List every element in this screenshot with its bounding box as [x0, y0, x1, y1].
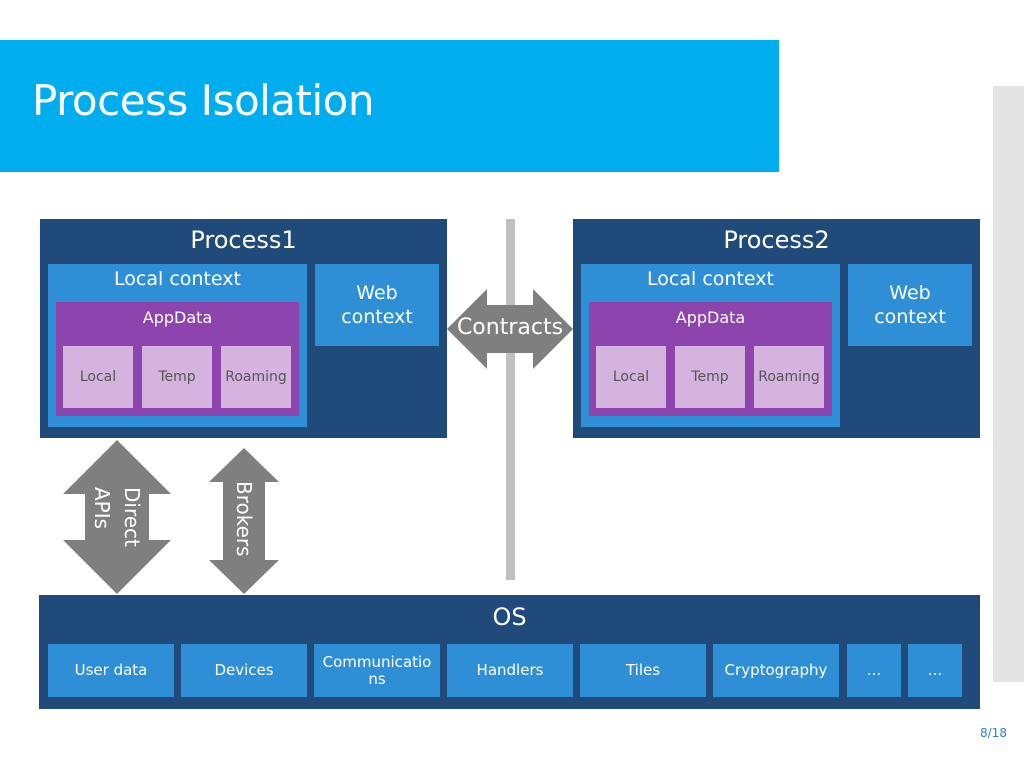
- process2-storage-local: Local: [596, 346, 666, 408]
- process1-storage-temp: Temp: [142, 346, 212, 408]
- scrollbar-track[interactable]: [993, 86, 1024, 682]
- os-item-user-data: User data: [48, 644, 174, 697]
- brokers-arrow-icon: [209, 448, 279, 594]
- os-item-tiles: Tiles: [580, 644, 706, 697]
- contracts-label: Contracts: [456, 315, 564, 340]
- os-item-more-2: ...: [908, 644, 962, 697]
- title-bar: [0, 40, 779, 172]
- process2-appdata-label: AppData: [675, 308, 746, 327]
- process2-local-context-label: Local context: [647, 268, 774, 290]
- process2-storage-roaming: Roaming: [754, 346, 824, 408]
- process1-appdata-label: AppData: [142, 308, 213, 327]
- process2-storage-temp: Temp: [675, 346, 745, 408]
- process1-title: Process1: [190, 226, 297, 254]
- process1-storage-roaming: Roaming: [221, 346, 291, 408]
- process2-web-context: Web context: [848, 264, 972, 346]
- slide-title: Process Isolation: [32, 76, 375, 125]
- process1-local-context-label: Local context: [114, 268, 241, 290]
- os-item-cryptography: Cryptography: [713, 644, 839, 697]
- brokers-label: Brokers: [232, 481, 256, 557]
- separator-line: [506, 219, 515, 580]
- os-item-more-1: ...: [847, 644, 901, 697]
- process1-storage-local: Local: [63, 346, 133, 408]
- os-title: OS: [492, 603, 527, 631]
- process1-web-context: Web context: [315, 264, 439, 346]
- direct-apis-arrow-icon: [63, 440, 171, 594]
- process2-title: Process2: [723, 226, 830, 254]
- contracts-arrow-icon: [447, 289, 573, 369]
- page-number: 8/18: [980, 726, 1007, 740]
- os-item-handlers: Handlers: [447, 644, 573, 697]
- os-item-devices: Devices: [181, 644, 307, 697]
- os-item-communications: Communications: [314, 644, 440, 697]
- direct-apis-label: Direct APIs: [90, 487, 144, 547]
